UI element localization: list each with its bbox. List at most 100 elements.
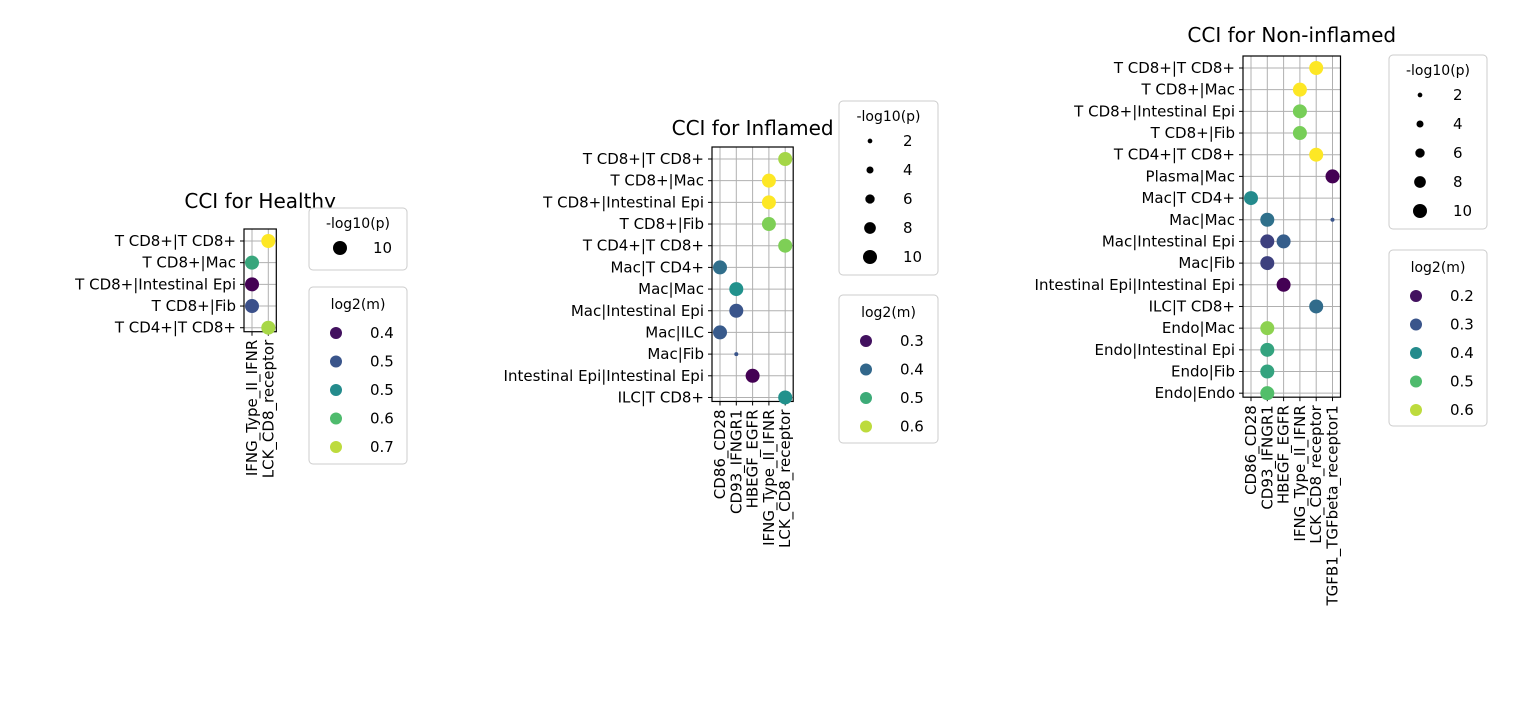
- data-point: [1309, 61, 1324, 75]
- x-tick-label: TGFB1_TGFbeta_receptor1: [1324, 405, 1343, 606]
- data-point: [745, 368, 760, 383]
- y-tick-label: Mac|Mac: [638, 280, 704, 298]
- data-point: [245, 277, 259, 292]
- data-point: [778, 238, 793, 253]
- data-point: [1260, 321, 1275, 336]
- x-tick-label: LCK_CD8_receptor: [259, 339, 278, 478]
- color-legend-label: 0.5: [370, 353, 394, 371]
- size-legend-marker: [866, 166, 874, 174]
- color-legend: [838, 294, 939, 444]
- size-legend-marker: [1415, 148, 1425, 158]
- data-point: [1260, 212, 1275, 227]
- y-tick-label: T CD8+|Mac: [1140, 81, 1235, 99]
- y-tick-label: Intestinal Epi|Intestinal Epi: [1035, 276, 1235, 294]
- color-legend-marker: [330, 441, 342, 453]
- data-point: [1276, 234, 1291, 249]
- size-legend-label: 10: [1453, 202, 1472, 220]
- y-tick-label: Mac|T CD4+: [610, 258, 704, 276]
- y-tick-label: Endo|Mac: [1162, 319, 1235, 337]
- color-legend-title: log2(m): [1411, 260, 1466, 276]
- data-point: [729, 303, 744, 318]
- y-tick-label: T CD8+|T CD8+: [1113, 59, 1235, 77]
- axes-frame: [243, 228, 277, 333]
- data-point: [1260, 386, 1275, 401]
- size-legend-title: -log10(p): [1406, 63, 1470, 79]
- data-point: [729, 282, 744, 297]
- y-tick-label: Plasma|Mac: [1146, 167, 1235, 185]
- size-legend-marker: [864, 222, 876, 234]
- color-legend-marker: [330, 355, 342, 368]
- data-point: [1260, 234, 1275, 249]
- data-point: [713, 325, 727, 340]
- x-tick-label: CD86_CD28: [1242, 405, 1261, 495]
- y-tick-label: Mac|T CD4+: [1141, 189, 1235, 207]
- size-legend-label: 6: [903, 190, 913, 208]
- size-legend-label: 10: [903, 248, 922, 266]
- color-legend-title: log2(m): [861, 305, 916, 321]
- size-legend-title: -log10(p): [856, 109, 920, 125]
- size-legend-marker: [1414, 176, 1426, 188]
- color-legend-label: 0.2: [1450, 287, 1474, 305]
- y-tick-label: Mac|Fib: [647, 345, 704, 363]
- data-point: [778, 152, 793, 166]
- color-legend-marker: [1410, 318, 1422, 331]
- y-tick-label: Endo|Fib: [1171, 363, 1235, 381]
- data-point: [1260, 364, 1275, 379]
- color-legend-label: 0.5: [370, 381, 394, 399]
- size-legend-marker: [867, 138, 873, 144]
- color-legend-marker: [1410, 290, 1422, 302]
- y-tick-label: Mac|Mac: [1169, 211, 1235, 229]
- color-legend-marker: [330, 327, 342, 339]
- y-tick-label: T CD4+|T CD8+: [582, 237, 704, 255]
- color-legend-label: 0.5: [1450, 373, 1474, 391]
- size-legend-label: 2: [1453, 86, 1463, 104]
- data-point: [1309, 147, 1324, 162]
- data-point: [1244, 191, 1258, 206]
- x-tick-label: CD86_CD28: [711, 409, 730, 499]
- size-legend: [1388, 54, 1488, 230]
- size-legend-marker: [1416, 120, 1424, 128]
- color-legend-label: 0.6: [900, 418, 924, 436]
- data-point: [1292, 104, 1307, 119]
- data-point: [1276, 277, 1291, 292]
- color-legend-marker: [1410, 404, 1422, 416]
- color-legend-label: 0.6: [370, 410, 394, 428]
- size-legend-label: 4: [903, 161, 913, 179]
- data-point: [734, 352, 739, 357]
- y-tick-label: T CD8+|Fib: [619, 215, 704, 233]
- color-legend-label: 0.4: [370, 324, 394, 342]
- data-point: [761, 173, 776, 188]
- data-point: [1292, 126, 1307, 141]
- data-point: [1330, 217, 1335, 222]
- axes-frame: [1242, 55, 1342, 398]
- data-point: [1325, 169, 1340, 184]
- size-legend-marker: [865, 194, 875, 204]
- data-point: [778, 390, 793, 405]
- color-legend-label: 0.4: [1450, 344, 1474, 362]
- color-legend-marker: [860, 363, 872, 376]
- x-tick-label: IFNG_Type_II_IFNR: [760, 409, 779, 545]
- x-tick-label: CD93_IFNGR1: [1258, 405, 1277, 509]
- data-point: [261, 320, 276, 335]
- color-legend-marker: [1410, 347, 1422, 359]
- y-tick-label: T CD8+|T CD8+: [114, 232, 236, 250]
- data-point: [761, 217, 776, 232]
- x-tick-label: HBEGF_EGFR: [744, 409, 763, 508]
- size-legend: [308, 207, 408, 271]
- color-legend-label: 0.6: [1450, 401, 1474, 419]
- color-legend-label: 0.3: [1450, 316, 1474, 334]
- data-point: [1260, 342, 1275, 357]
- y-tick-label: T CD8+|Mac: [141, 254, 236, 272]
- y-tick-label: Intestinal Epi|Intestinal Epi: [504, 367, 704, 385]
- data-point: [761, 195, 776, 210]
- color-legend-marker: [330, 412, 342, 425]
- chart-title: CCI for Inflamed: [672, 116, 834, 140]
- data-point: [1260, 256, 1275, 271]
- color-legend-marker: [860, 335, 872, 347]
- y-tick-label: T CD8+|Intestinal Epi: [74, 275, 236, 293]
- x-tick-label: IFNG_Type_II_IFNR: [1291, 405, 1310, 541]
- size-legend: [838, 100, 939, 276]
